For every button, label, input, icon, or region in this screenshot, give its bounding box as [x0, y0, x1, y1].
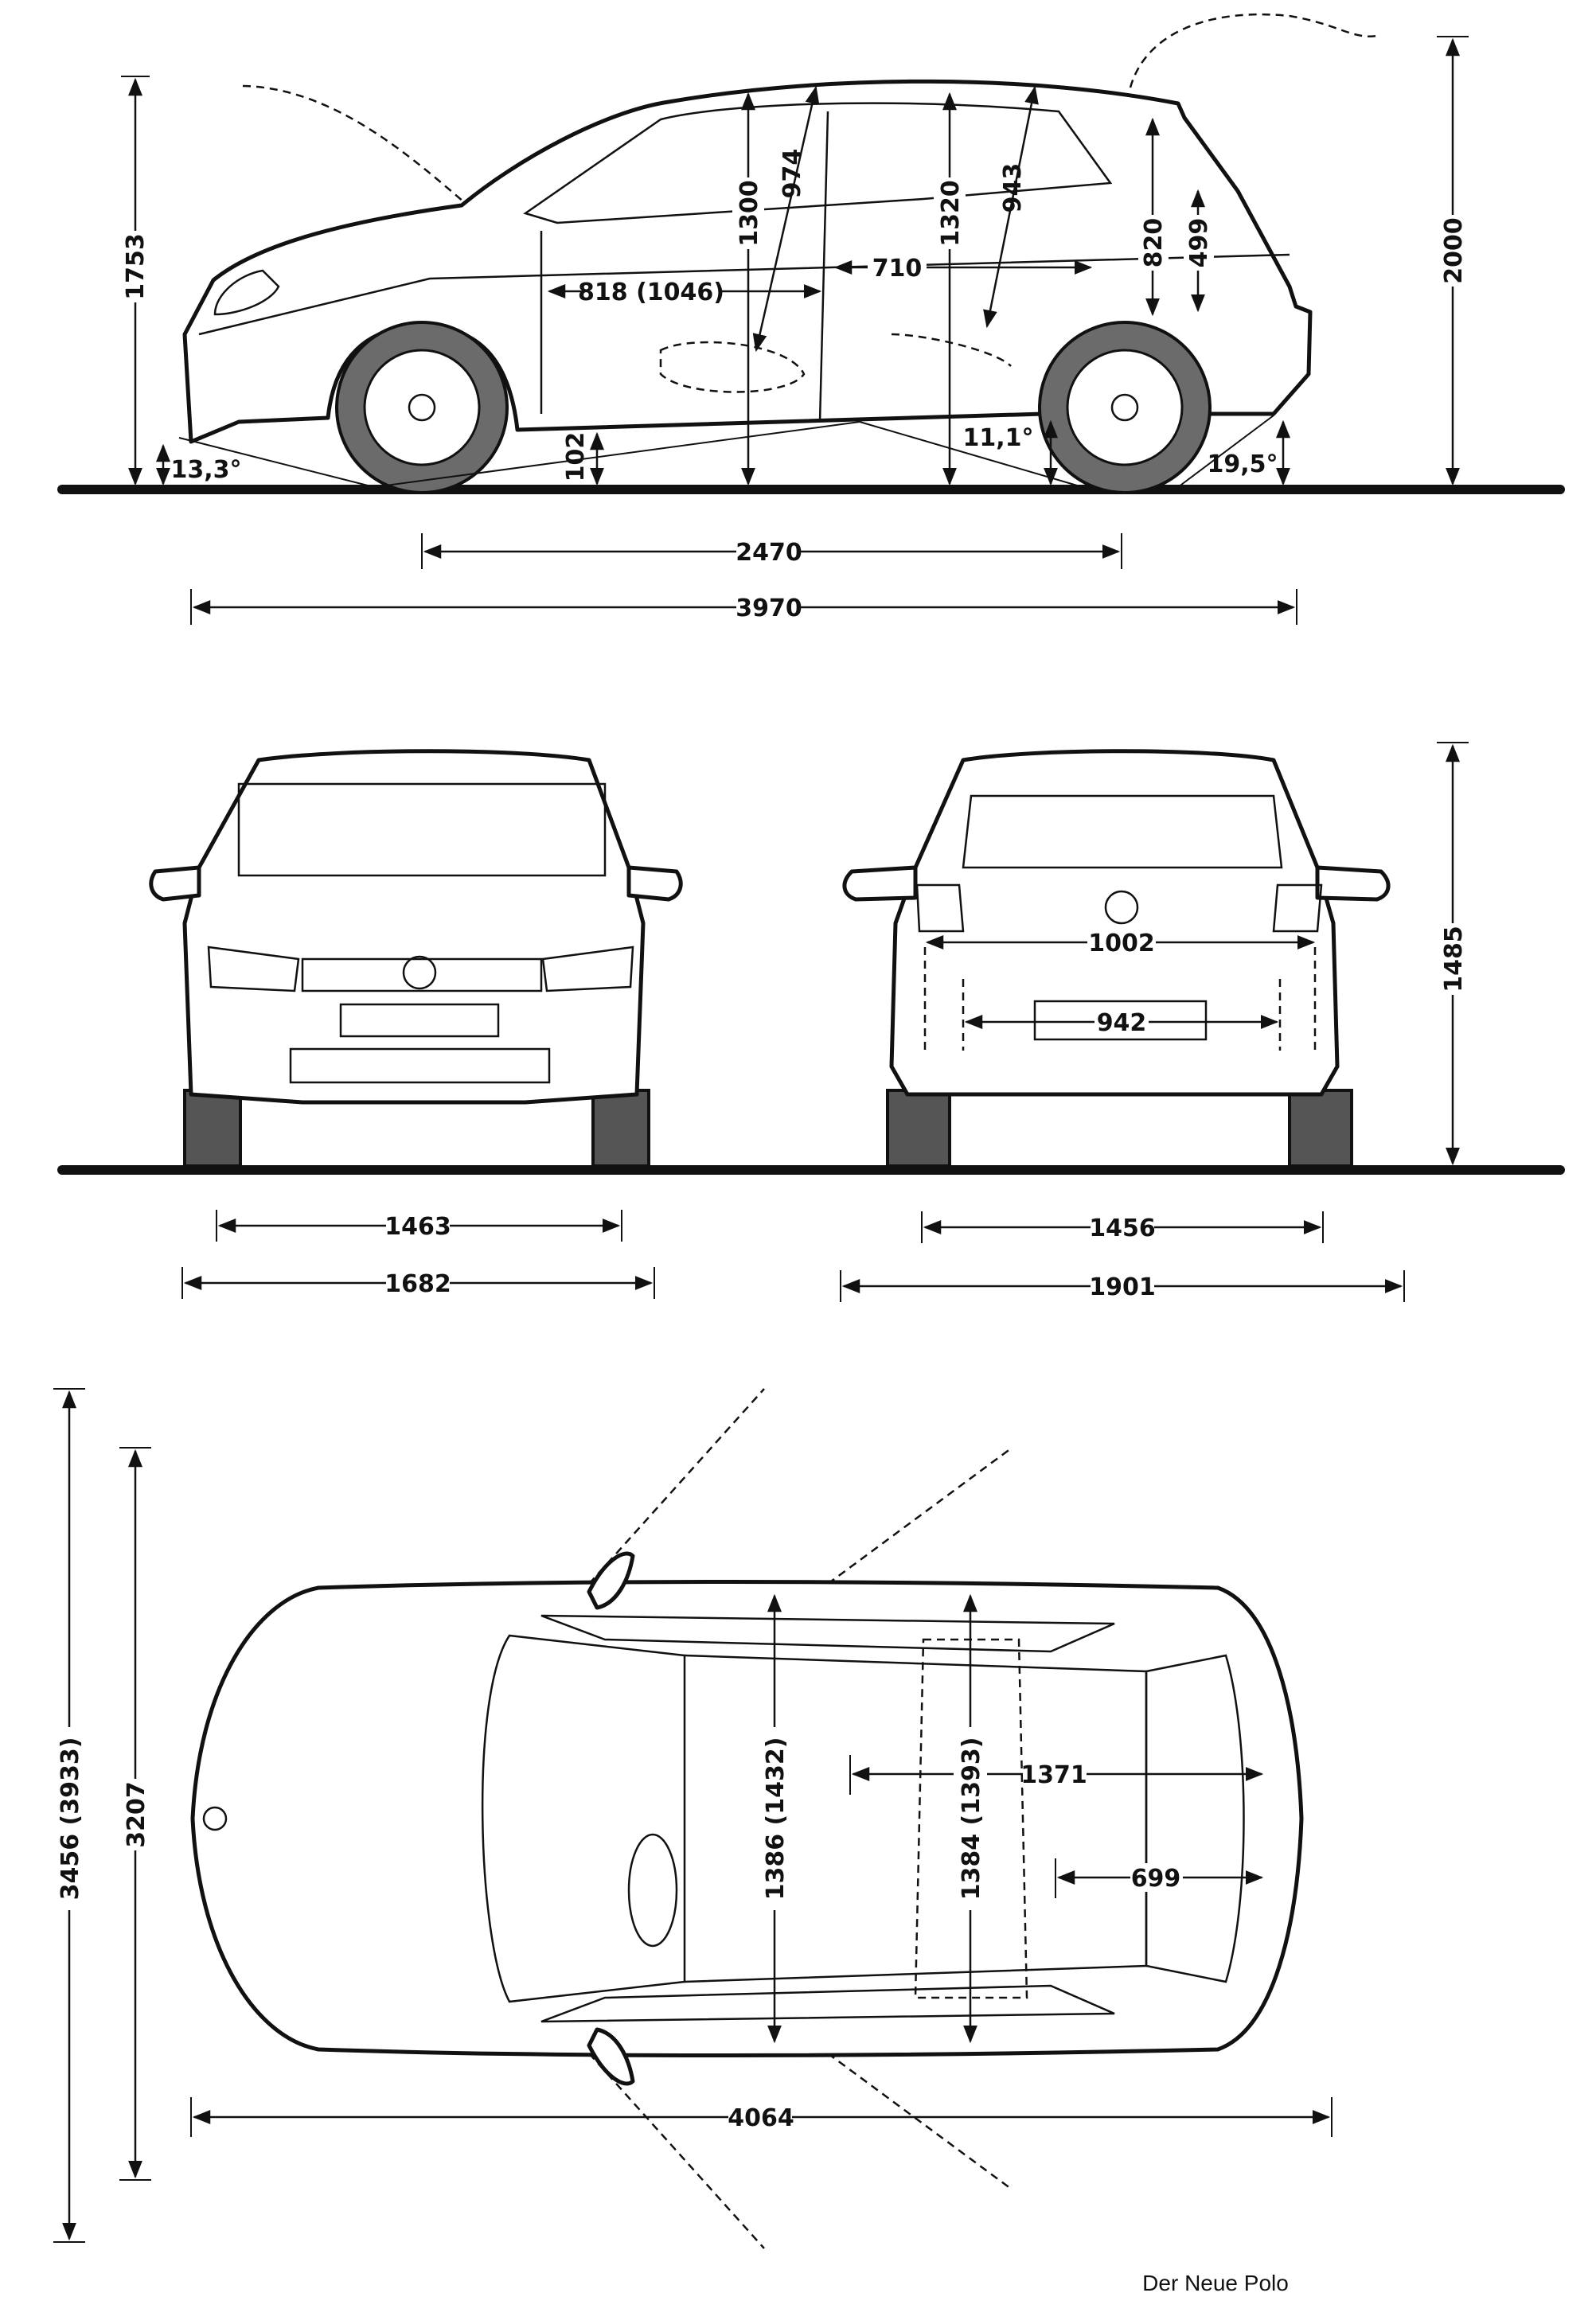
label-background: [53, 1727, 86, 1910]
top-length-label: 4064: [728, 2104, 794, 2132]
front-wheel: [335, 321, 509, 494]
label-background: [1091, 1213, 1154, 1242]
ground-clearance-label: 102: [562, 432, 590, 482]
rear-side-mirrors: [842, 865, 1391, 902]
label-background: [954, 1727, 987, 1910]
label-background: [728, 2103, 792, 2131]
license-plate-front: [339, 1003, 500, 1038]
doors-open-width-label: 3207: [123, 1781, 150, 1848]
label-background: [386, 1269, 450, 1297]
approach-angle-label: 13,3°: [170, 456, 241, 484]
label-background: [1437, 215, 1469, 287]
headlight: [213, 269, 280, 316]
rear-elbow-width-label: 1384 (1393): [958, 1737, 985, 1901]
rear-window: [962, 794, 1283, 869]
label-background: [1023, 1760, 1087, 1788]
rear-window-top: [1145, 1654, 1245, 1983]
rear-legroom-label: 710: [872, 255, 923, 283]
open-tailgate-height-label: 2000: [1440, 217, 1468, 284]
label-background: [119, 231, 151, 302]
label-background: [1437, 923, 1469, 995]
side-windows-top: [540, 1614, 1115, 2023]
windshield: [237, 782, 607, 877]
label-background: [1130, 1863, 1183, 1892]
vw-logo-rear: [1104, 890, 1139, 925]
side-mirrors: [149, 865, 683, 902]
lower-grille: [289, 1047, 551, 1084]
label-background: [736, 537, 800, 566]
front-headroom-label: 974: [778, 149, 806, 199]
front-headroom-dimension-line: [752, 85, 820, 353]
approach-angle-line: [178, 437, 375, 488]
steering-wheel: [627, 1833, 678, 1948]
trunk-opening-height-label: 499: [1185, 218, 1213, 268]
label-background: [732, 177, 764, 249]
mirrors-top: [587, 1551, 635, 2086]
side-view: 1753 2000 1300 974 1320 943 820 499 818 …: [57, 13, 1565, 625]
ramp-angle-label: 11,1°: [962, 424, 1033, 452]
trunk-width-label: 1002: [1088, 930, 1155, 957]
wheelbase-label: 2470: [736, 539, 802, 567]
label-background: [868, 253, 927, 282]
label-background: [758, 1727, 791, 1910]
rear-wheel: [1038, 321, 1212, 494]
label-background: [934, 177, 966, 249]
car-body-front: [182, 749, 646, 1105]
rear-headroom-label: 943: [999, 163, 1027, 213]
headlights: [207, 946, 634, 992]
open-hood-outline: [242, 84, 470, 208]
front-view: 1463 1682: [57, 749, 1565, 1299]
departure-angle-label: 19,5°: [1207, 450, 1278, 478]
width-label: 1682: [384, 1270, 451, 1298]
grille: [301, 957, 543, 992]
label-background: [386, 1211, 450, 1240]
front-seat-outline: [659, 341, 806, 393]
label-background: [1138, 215, 1169, 271]
load-sill-height-label: 820: [1140, 218, 1168, 268]
width-with-mirrors-label: 1901: [1089, 1273, 1156, 1301]
rear-interior-height-label: 1320: [937, 180, 965, 247]
rear-headroom-dimension-line: [983, 85, 1039, 329]
overall-height-label: 1753: [122, 233, 150, 300]
car-body-rear: [889, 749, 1340, 1097]
label-background: [119, 1779, 151, 1850]
ramp-angle-line: [373, 421, 860, 488]
rear-right-tire: [1288, 1089, 1353, 1168]
rear-seat-outline: [891, 333, 1012, 367]
departure-angle-line: [1177, 415, 1274, 488]
front-legroom-label: 818 (1046): [578, 279, 724, 306]
open-tailgate-outline: [1129, 13, 1378, 88]
label-background: [736, 593, 800, 622]
label-background: [1091, 1272, 1154, 1300]
side-windows: [523, 102, 1113, 224]
rear-view: 1002 942 1485 1456 1901: [840, 742, 1469, 1302]
label-background: [1094, 1008, 1149, 1036]
front-right-tire: [591, 1089, 650, 1168]
length-label: 3970: [736, 595, 802, 622]
front-elbow-width-label: 1386 (1432): [762, 1737, 790, 1901]
caption: Der Neue Polo: [1142, 2271, 1289, 2295]
trunk-opening-width-label: 942: [1097, 1009, 1147, 1037]
front-left-tire: [183, 1089, 242, 1168]
front-track-label: 1463: [384, 1213, 451, 1241]
label-background: [1087, 928, 1156, 957]
rear-height-label: 1485: [1440, 926, 1468, 992]
vw-logo-top: [202, 1806, 228, 1831]
rear-track-label: 1456: [1089, 1215, 1156, 1242]
top-view: 3456 (3933) 3207 1386 (1432) 1384 (1393)…: [53, 1388, 1333, 2249]
rear-left-tire: [886, 1089, 951, 1168]
label-background: [585, 277, 720, 306]
door-swing-lines: [588, 1388, 1012, 2249]
cargo-length-seats-up-label: 699: [1131, 1865, 1181, 1893]
car-body-top: [190, 1580, 1304, 2057]
label-background: [1184, 215, 1214, 271]
windshield-top: [481, 1634, 686, 2003]
turning-width-label: 3456 (3933): [57, 1737, 84, 1901]
front-interior-height-label: 1300: [736, 180, 763, 247]
vw-logo-front: [402, 955, 437, 990]
taillights: [915, 883, 1323, 933]
cargo-length-label: 1371: [1020, 1761, 1087, 1789]
rear-seat-outline: [914, 1638, 1028, 1999]
